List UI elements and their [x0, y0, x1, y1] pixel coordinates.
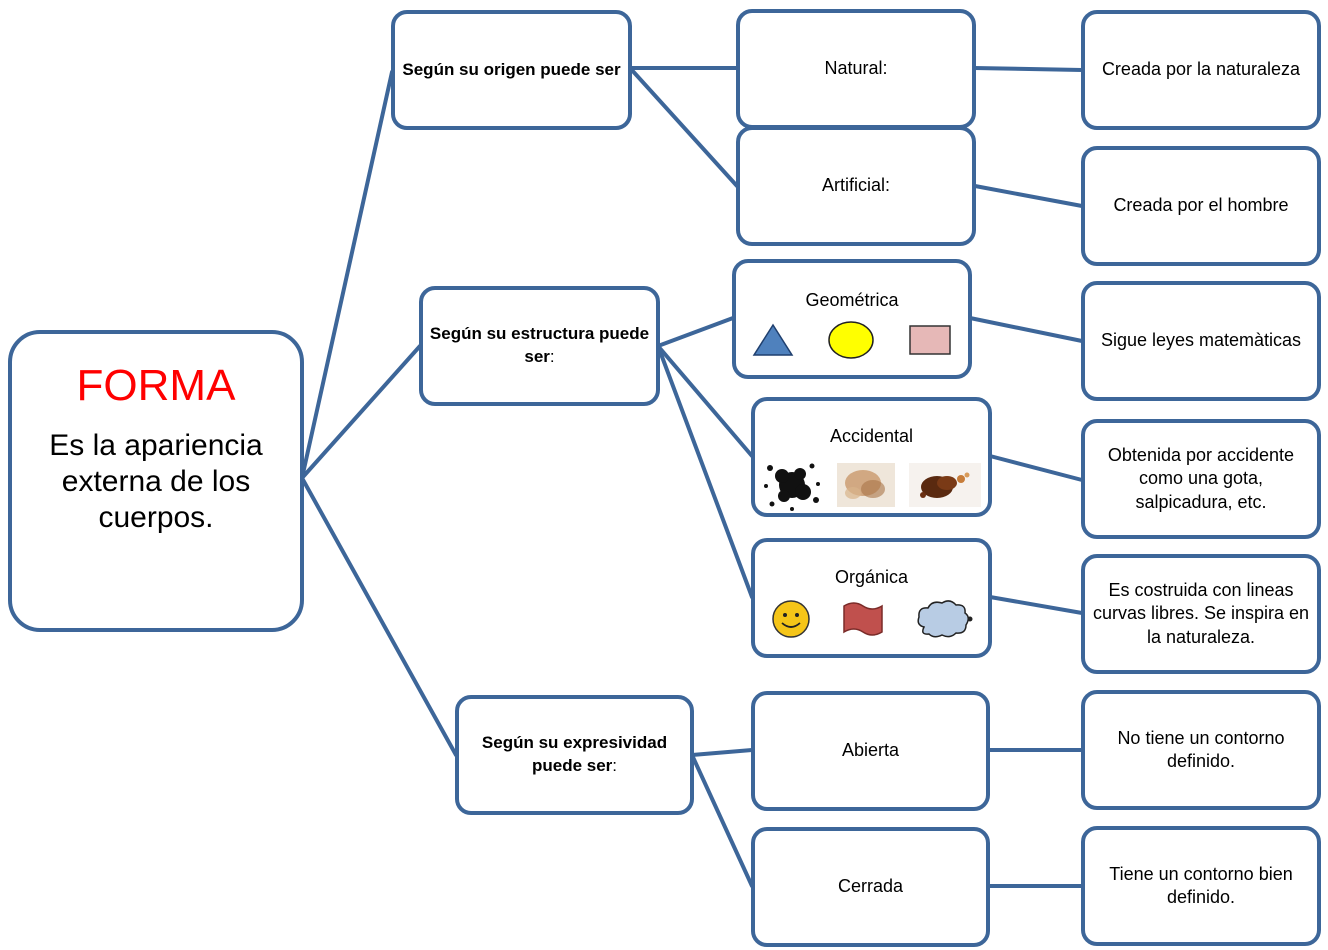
- smiley-icon: [771, 600, 810, 639]
- accidental-box: Accidental: [751, 397, 992, 517]
- artificial-label: Artificial:: [821, 175, 890, 196]
- root-forma-box: FORMA Es la apariencia externa de los cu…: [8, 330, 304, 632]
- geometrica-box: Geométrica: [732, 259, 972, 379]
- artificial-desc-box: Creada por el hombre: [1081, 146, 1321, 266]
- abierta-label: Abierta: [841, 740, 900, 761]
- organica-label: Orgánica: [834, 567, 909, 587]
- cerrada-box: Cerrada: [751, 827, 990, 947]
- cerrada-label: Cerrada: [837, 876, 904, 897]
- cerrada-desc-box: Tiene un contorno bien definido.: [1081, 826, 1321, 946]
- organica-box: Orgánica: [751, 538, 992, 658]
- organica-desc-box: Es costruida con lineas curvas libres. S…: [1081, 554, 1321, 674]
- accidental-label: Accidental: [829, 426, 914, 446]
- cloud-icon: [916, 600, 972, 638]
- root-description: Es la apariencia externa de los cuerpos.: [49, 429, 263, 535]
- circle-icon: [828, 321, 874, 360]
- expresividad-label: Según su expresividad puede ser:: [481, 733, 668, 775]
- abierta-box: Abierta: [751, 691, 990, 811]
- organic-shapes: [755, 597, 988, 641]
- origen-label: Según su origen puede ser: [402, 59, 621, 79]
- estructura-label: Según su estructura puede ser:: [429, 324, 650, 366]
- natural-box: Natural:: [736, 9, 976, 129]
- cerrada-desc: Tiene un contorno bien definido.: [1109, 863, 1293, 907]
- artificial-desc: Creada por el hombre: [1113, 195, 1289, 216]
- triangle-icon: [752, 323, 794, 357]
- artificial-box: Artificial:: [736, 126, 976, 246]
- geometric-shapes: [736, 320, 968, 360]
- natural-label: Natural:: [824, 58, 888, 79]
- geometrica-desc-box: Sigue leyes matemàticas: [1081, 281, 1321, 401]
- accidental-desc: Obtenida por accidente como una gota, sa…: [1107, 444, 1295, 512]
- origen-box: Según su origen puede ser: [391, 10, 632, 130]
- geometrica-label: Geométrica: [805, 290, 899, 310]
- estructura-box: Según su estructura puede ser:: [419, 286, 660, 406]
- drop-stain-icon: [909, 463, 982, 508]
- accidental-desc-box: Obtenida por accidente como una gota, sa…: [1081, 419, 1321, 539]
- stain-icon: [837, 463, 896, 508]
- root-title: FORMA: [76, 361, 236, 410]
- abierta-desc: No tiene un contorno definido.: [1117, 727, 1285, 771]
- organica-desc: Es costruida con lineas curvas libres. S…: [1092, 579, 1310, 647]
- ink-splatter-icon: [763, 463, 820, 512]
- geometrica-desc: Sigue leyes matemàticas: [1100, 330, 1302, 351]
- natural-desc: Creada por la naturaleza: [1101, 59, 1301, 80]
- abierta-desc-box: No tiene un contorno definido.: [1081, 690, 1321, 810]
- rectangle-icon: [908, 325, 951, 356]
- expresividad-box: Según su expresividad puede ser:: [455, 695, 694, 815]
- accidental-images: [755, 456, 988, 514]
- natural-desc-box: Creada por la naturaleza: [1081, 10, 1321, 130]
- wave-flag-icon: [842, 602, 883, 637]
